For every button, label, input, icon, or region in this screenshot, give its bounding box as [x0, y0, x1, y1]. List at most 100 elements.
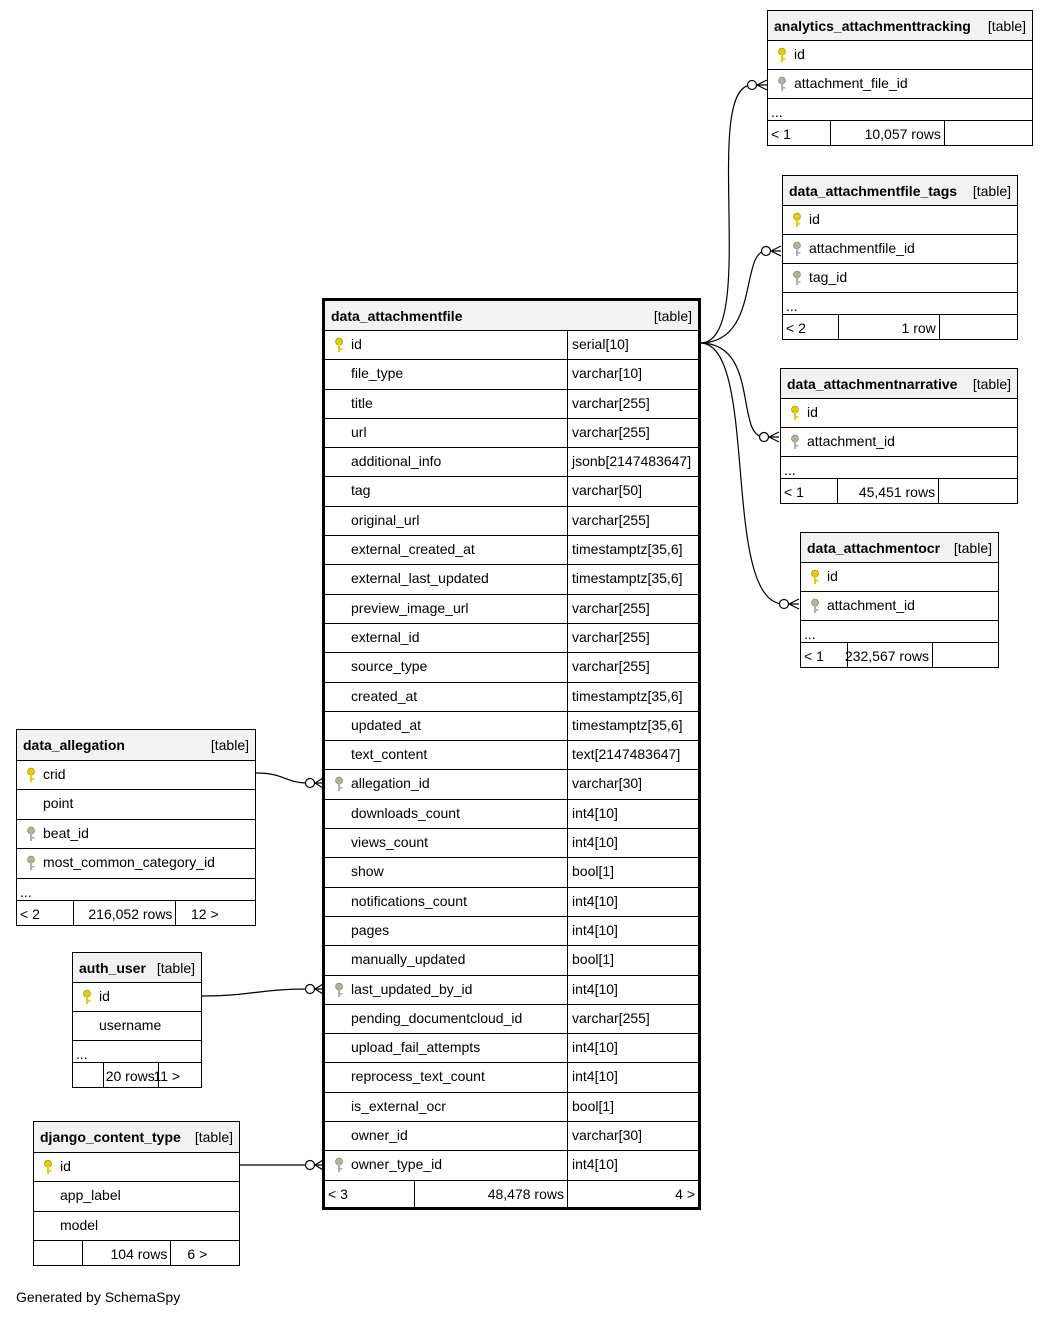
parents-link-cell[interactable]: < 1: [801, 643, 849, 667]
column-type: varchar[255]: [572, 511, 650, 528]
column-type: int4[10]: [572, 1156, 618, 1173]
column-row[interactable]: id: [801, 563, 998, 592]
children-link[interactable]: 12 >: [191, 905, 219, 922]
column-type: varchar[30]: [572, 775, 643, 792]
parents-link[interactable]: < 1: [771, 126, 791, 142]
parents-link[interactable]: < 2: [20, 905, 40, 922]
column-row[interactable]: tag_id: [783, 264, 1017, 293]
column-name: title: [351, 394, 373, 411]
children-link[interactable]: 6 >: [187, 1246, 208, 1262]
column-row[interactable]: point: [17, 790, 255, 820]
table-name: data_allegation: [23, 737, 125, 753]
column-type: varchar[50]: [572, 482, 643, 499]
children-link[interactable]: 11 >: [153, 1068, 181, 1084]
column-row[interactable]: most_common_category_id: [17, 849, 255, 879]
column-name: manually_updated: [351, 951, 466, 968]
parents-link[interactable]: < 1: [784, 484, 804, 500]
parents-link-cell[interactable]: < 2: [783, 315, 840, 339]
parents-link-cell[interactable]: < 2: [17, 900, 75, 925]
column-row[interactable]: attachment_id: [801, 592, 998, 621]
parents-link[interactable]: < 1: [804, 648, 824, 664]
column-row[interactable]: id: [34, 1153, 239, 1182]
children-link-cell[interactable]: [933, 643, 970, 667]
children-link-cell[interactable]: [940, 315, 984, 339]
parents-link[interactable]: < 3: [328, 1185, 348, 1202]
column-row[interactable]: attachment_file_id: [768, 70, 1032, 99]
parents-link-cell[interactable]: < 3: [325, 1180, 415, 1207]
column-row[interactable]: attachment_id: [781, 428, 1017, 457]
column-name: id: [807, 404, 818, 420]
column-row[interactable]: id: [781, 399, 1017, 428]
children-link-cell[interactable]: 11 >: [153, 1063, 183, 1087]
table-kind: [table]: [210, 737, 249, 753]
children-link[interactable]: 4 >: [675, 1185, 695, 1202]
column-name: model: [60, 1216, 99, 1233]
table-header: django_content_type[table]: [34, 1122, 239, 1153]
children-link-cell[interactable]: 6 >: [171, 1241, 210, 1265]
parents-link-cell[interactable]: [34, 1241, 84, 1265]
column-row[interactable]: username: [73, 1012, 201, 1041]
column-row[interactable]: crid: [17, 761, 255, 790]
column-row[interactable]: id: [783, 206, 1017, 235]
children-link-cell[interactable]: 4 >: [568, 1181, 698, 1207]
column-row[interactable]: attachmentfile_id: [783, 235, 1017, 264]
table-footer: < 1 45,451 rows: [781, 479, 1017, 503]
crowfoot-analytics: [756, 79, 768, 91]
column-type: timestamptz[35,6]: [572, 541, 683, 558]
column-row[interactable]: id: [768, 41, 1032, 70]
children-link-cell[interactable]: [939, 479, 984, 503]
crowfoot-circle-allegation: [304, 777, 316, 789]
children-link-cell[interactable]: [945, 121, 995, 145]
table-header: data_attachmentocr[table]: [801, 533, 998, 563]
parents-link-cell[interactable]: < 1: [768, 121, 832, 145]
parents-link[interactable]: < 2: [786, 320, 806, 336]
parents-link-cell[interactable]: < 1: [781, 479, 838, 503]
children-link-cell[interactable]: 12 >: [176, 901, 221, 925]
column-row[interactable]: model: [34, 1212, 239, 1241]
row-count-cell: 45,451 rows: [838, 479, 940, 503]
column-row[interactable]: id: [73, 983, 201, 1012]
column-row[interactable]: app_label: [34, 1182, 239, 1212]
parents-link-cell[interactable]: [73, 1063, 104, 1087]
generated-by-footer: Generated by SchemaSpy: [16, 1289, 181, 1305]
column-row[interactable]: beat_id: [17, 820, 255, 849]
table-header: auth_user[table]: [73, 953, 201, 983]
